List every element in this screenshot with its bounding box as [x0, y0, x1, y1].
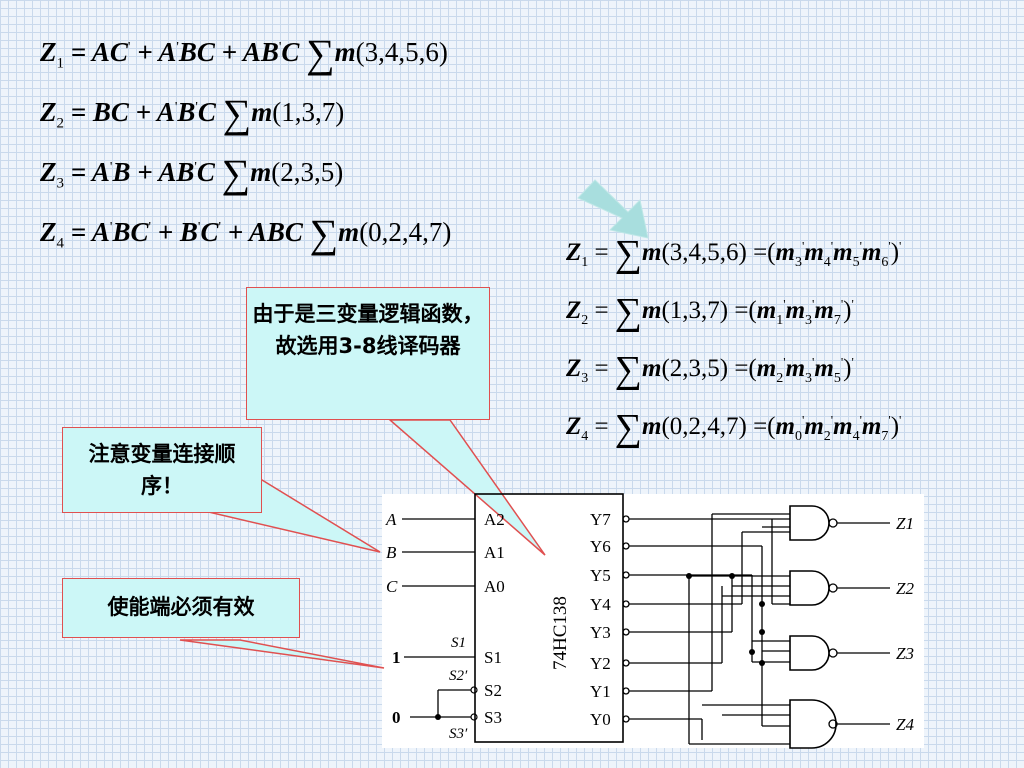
pin-s3: S3 — [484, 708, 502, 727]
equation-right-z4: Z4 = ∑m(0,2,4,7) =(m0'm2'm4'm7')' — [566, 407, 902, 449]
output-z4: Z4 — [896, 715, 914, 734]
junction-dots — [435, 573, 765, 720]
signal-s3-bar: S3′ — [449, 726, 468, 742]
signal-s1: S1 — [451, 635, 466, 651]
chip-label: 74HC138 — [550, 596, 571, 670]
eq-rhs: = A'BC' + B'C' + ABC — [70, 217, 303, 247]
equation-right-z2: Z2 = ∑m(1,3,7) =(m1'm3'm7')' — [566, 291, 854, 333]
pin-y5: Y5 — [590, 566, 611, 585]
enable-value-0: 0 — [392, 708, 401, 727]
equation-right-z3: Z3 = ∑m(2,3,5) =(m2'm3'm5')' — [566, 349, 854, 391]
pin-y4: Y4 — [590, 595, 611, 614]
circuit-background — [382, 494, 924, 748]
note-decoder-text: 由于是三变量逻辑函数，故选用3-8线译码器 — [252, 302, 484, 358]
pin-y3: Y3 — [590, 623, 611, 642]
equation-z3: Z3 = A'B + AB'C ∑m(2,3,5) — [40, 151, 344, 196]
output-z3: Z3 — [896, 644, 914, 663]
input-label-c: C — [386, 577, 398, 596]
pin-a0: A0 — [484, 577, 505, 596]
pin-s1: S1 — [484, 648, 502, 667]
pin-y6: Y6 — [590, 537, 611, 556]
arrow-icon — [577, 179, 649, 239]
note-order-text: 注意变量连接顺序！ — [88, 442, 236, 498]
eq-rhs: = A'B + AB'C — [70, 157, 215, 187]
circuit-wires — [402, 493, 890, 749]
eq-rhs: = BC + A'B'C — [70, 97, 216, 127]
equation-z4: Z4 = A'BC' + B'C' + ABC ∑m(0,2,4,7) — [40, 211, 452, 256]
equation-z1: Z1 = AC' + A'BC + AB'C ∑m(3,4,5,6) — [40, 31, 448, 76]
pin-a2: A2 — [484, 510, 505, 529]
output-z2: Z2 — [896, 579, 914, 598]
decoder-chip — [474, 493, 624, 743]
pin-y7: Y7 — [590, 510, 611, 529]
enable-value-1: 1 — [392, 648, 401, 667]
callout-tail-enable — [179, 639, 385, 669]
input-label-b: B — [386, 543, 397, 562]
output-z1: Z1 — [896, 514, 914, 533]
pin-y1: Y1 — [590, 682, 611, 701]
signal-s2-bar: S2′ — [449, 668, 468, 684]
eq-rhs: = AC' + A'BC + AB'C — [70, 37, 300, 67]
pin-a1: A1 — [484, 543, 505, 562]
pin-y2: Y2 — [590, 654, 611, 673]
note-enable-valid: 使能端必须有效 — [62, 578, 300, 638]
note-decoder-choice: 由于是三变量逻辑函数，故选用3-8线译码器 — [246, 287, 490, 420]
equation-right-z1: Z1 = ∑m(3,4,5,6) =(m3'm4'm5'm6')' — [566, 233, 902, 275]
note-enable-text: 使能端必须有效 — [107, 595, 255, 619]
callout-tail-decoder — [387, 419, 546, 556]
pin-s2: S2 — [484, 681, 502, 700]
equation-z2: Z2 = BC + A'B'C ∑m(1,3,7) — [40, 91, 345, 136]
input-label-a: A — [385, 510, 397, 529]
note-variable-order: 注意变量连接顺序！ — [62, 427, 262, 513]
pin-y0: Y0 — [590, 710, 611, 729]
